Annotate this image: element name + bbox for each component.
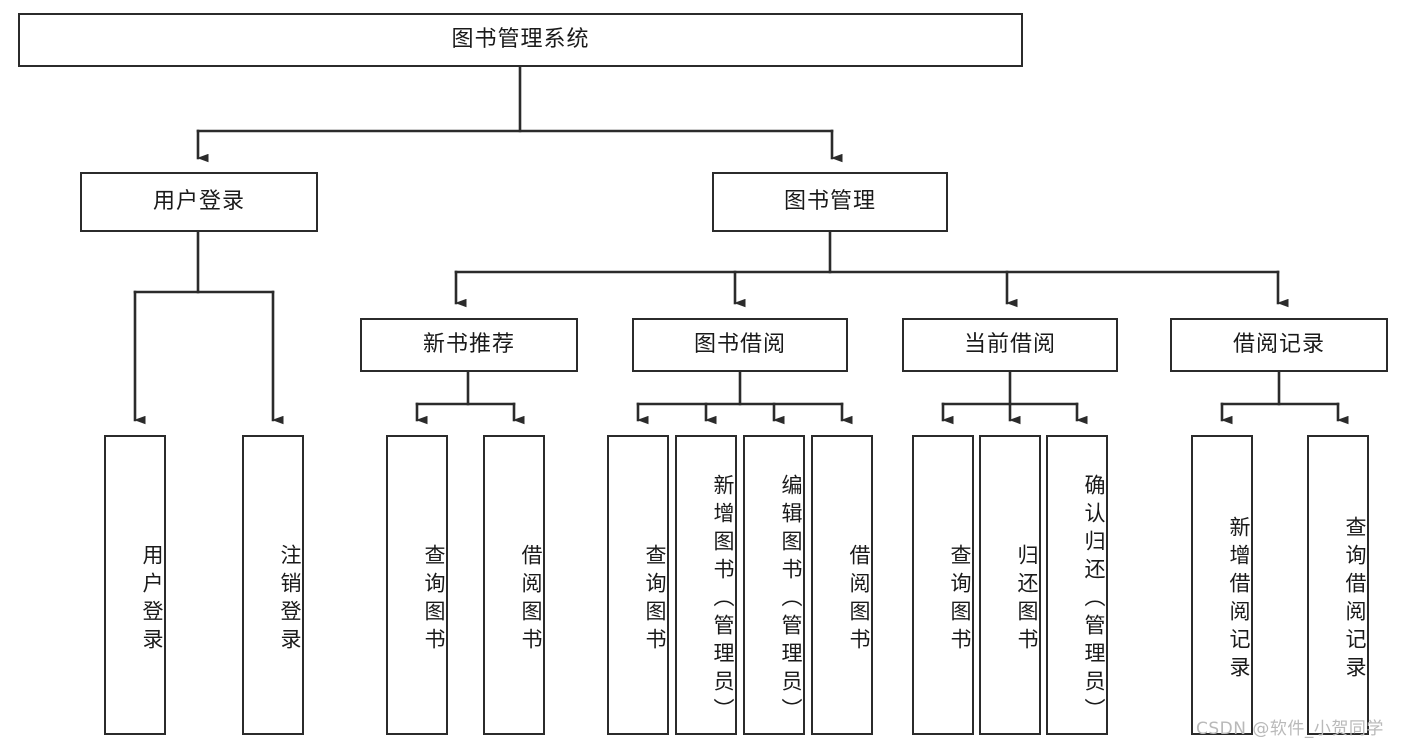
node-label: 编辑图书（管理员）	[779, 474, 803, 726]
node-book-management[interactable]: 图书管理	[712, 172, 948, 232]
node-label: 查询图书	[948, 544, 972, 656]
node-label: 用户登录	[140, 544, 164, 656]
node-label: 当前借阅	[963, 332, 1056, 358]
leaf-borrow-book[interactable]: 借阅图书	[811, 435, 873, 735]
leaf-logout-login[interactable]: 注销登录	[242, 435, 304, 735]
leaf-edit-book-admin[interactable]: 编辑图书（管理员）	[743, 435, 805, 735]
node-label: 查询借阅记录	[1343, 516, 1367, 684]
node-label: 新增借阅记录	[1227, 516, 1251, 684]
node-label: 查询图书	[643, 544, 667, 656]
node-label: 注销登录	[278, 544, 302, 656]
node-current-borrow[interactable]: 当前借阅	[902, 318, 1118, 372]
leaf-query-borrow-record[interactable]: 查询借阅记录	[1307, 435, 1369, 735]
node-label: 新书推荐	[422, 332, 515, 358]
leaf-query-book-borrow[interactable]: 查询图书	[607, 435, 669, 735]
node-label: 确认归还（管理员）	[1082, 474, 1106, 726]
leaf-query-book-recommend[interactable]: 查询图书	[386, 435, 448, 735]
leaf-query-book-current[interactable]: 查询图书	[912, 435, 974, 735]
leaf-add-borrow-record[interactable]: 新增借阅记录	[1191, 435, 1253, 735]
csdn-watermark: CSDN @软件_小贺同学	[1196, 719, 1384, 739]
node-label: 借阅图书	[847, 544, 871, 656]
node-label: 借阅记录	[1232, 332, 1325, 358]
node-label: 借阅图书	[519, 544, 543, 656]
node-borrow-record[interactable]: 借阅记录	[1170, 318, 1388, 372]
node-label: 图书管理系统	[451, 27, 590, 53]
leaf-borrow-book-recommend[interactable]: 借阅图书	[483, 435, 545, 735]
leaf-user-login[interactable]: 用户登录	[104, 435, 166, 735]
node-root-system[interactable]: 图书管理系统	[18, 13, 1023, 67]
node-user-login[interactable]: 用户登录	[80, 172, 318, 232]
node-new-book-recommend[interactable]: 新书推荐	[360, 318, 578, 372]
leaf-add-book-admin[interactable]: 新增图书（管理员）	[675, 435, 737, 735]
node-label: 图书管理	[783, 189, 876, 215]
node-label: 用户登录	[152, 189, 245, 215]
node-label: 查询图书	[422, 544, 446, 656]
node-label: 图书借阅	[693, 332, 786, 358]
node-label: 归还图书	[1015, 544, 1039, 656]
node-label: 新增图书（管理员）	[711, 474, 735, 726]
leaf-return-book[interactable]: 归还图书	[979, 435, 1041, 735]
node-book-borrow[interactable]: 图书借阅	[632, 318, 848, 372]
leaf-confirm-return-admin[interactable]: 确认归还（管理员）	[1046, 435, 1108, 735]
